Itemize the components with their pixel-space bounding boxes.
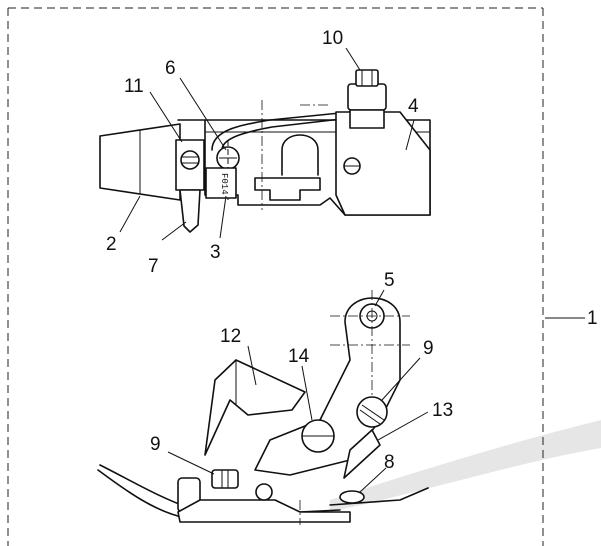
screw-9-lower [211,469,239,489]
group-frame [7,7,544,546]
callout-labels: 1 2 3 4 5 6 7 8 9 9 10 11 12 13 14 [106,28,598,473]
upright-bracket [254,297,401,476]
hook-part [179,189,201,233]
callout-1: 1 [587,308,598,329]
slide-tab [254,177,321,201]
callout-10: 10 [322,28,343,49]
callout-13: 13 [432,400,453,421]
callout-4: 4 [408,96,419,117]
upper-foot-assembly: F014 [99,69,431,233]
spring-lever [211,111,351,151]
right-block [335,111,431,216]
guide-arm-12 [204,359,306,456]
tail-13 [343,429,381,479]
top-screw-head [347,83,387,111]
leader-lines [119,47,585,493]
watermark-swoosh [330,420,601,512]
part-marking: F014 [219,173,229,195]
callout-7: 7 [148,256,159,277]
callout-11: 11 [124,76,144,97]
callout-5: 5 [384,270,395,291]
callout-8: 8 [384,452,395,473]
left-block [175,139,205,191]
base-plate [177,499,351,523]
marking-plate [205,167,237,199]
callout-12: 12 [220,326,241,347]
screw-8 [339,490,365,504]
callout-2: 2 [106,234,117,255]
callout-9-lower: 9 [150,434,161,455]
callout-3: 3 [210,242,221,263]
lower-foot-assembly [97,290,429,525]
callout-14: 14 [288,346,310,367]
callout-9-upper: 9 [423,338,434,359]
callout-6: 6 [165,58,176,79]
